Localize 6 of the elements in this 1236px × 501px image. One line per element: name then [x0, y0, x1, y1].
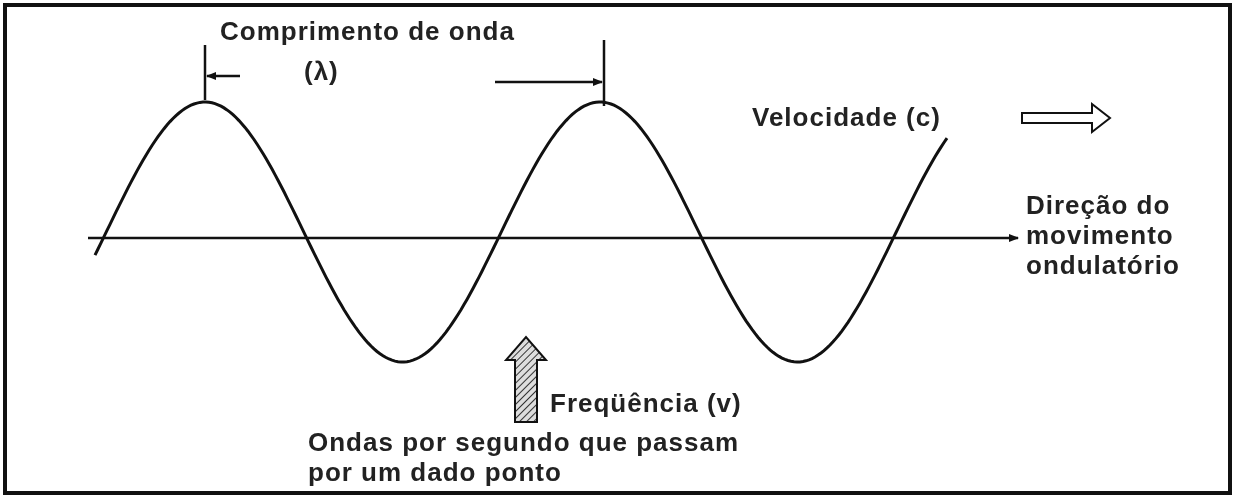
velocity-label: Velocidade (c) [752, 102, 941, 132]
frequency-description: Ondas por segundo que passam por um dado ponto [308, 427, 741, 487]
wavelength-label: Comprimento de onda [220, 16, 515, 46]
wavelength-symbol: (λ) [304, 56, 339, 86]
direction-label: Direção do movimento ondulatório [1026, 190, 1181, 280]
frequency-label: Freqüência (v) [550, 388, 742, 418]
